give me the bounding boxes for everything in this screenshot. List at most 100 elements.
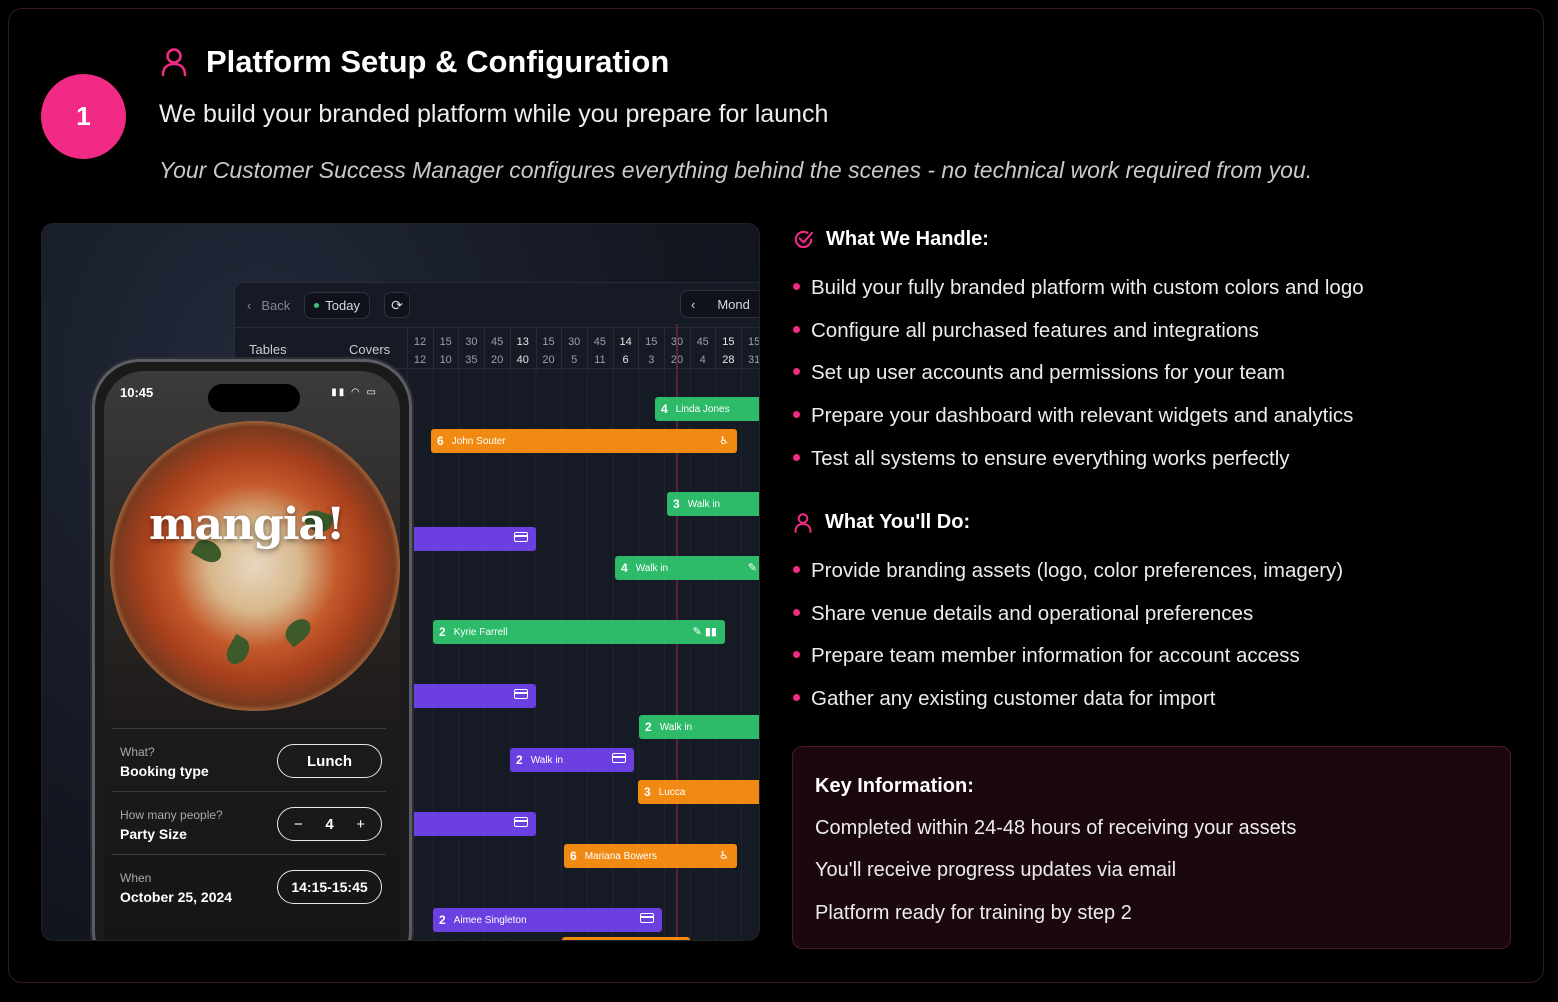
list-item-text: Prepare team member information for acco… — [811, 644, 1300, 668]
user-icon — [161, 48, 187, 77]
dynamic-island — [208, 384, 300, 412]
key-info-item: Completed within 24-48 hours of receivin… — [815, 817, 1297, 839]
booking-bar — [392, 527, 536, 551]
phone-screen: 10:45 ▮▮ ◠ ▭ mangia! What? Booking type … — [104, 371, 400, 940]
list-item: Prepare team member information for acco… — [793, 644, 1343, 687]
step-number-badge: 1 — [41, 74, 126, 159]
chevron-left-icon: ‹ — [691, 296, 696, 312]
bullet-icon — [793, 453, 800, 461]
day-selector: ‹ Mond — [680, 290, 759, 318]
page-tagline: Your Customer Success Manager configures… — [159, 157, 1313, 183]
field-question: When — [120, 871, 152, 885]
field-label: Party Size — [120, 826, 187, 842]
day-label: Mond — [717, 296, 750, 312]
today-button: Today — [304, 291, 370, 319]
col-tables: Tables — [249, 342, 287, 357]
brand-logo-text: mangia! — [149, 499, 345, 550]
list-item: Set up user accounts and permissions for… — [793, 361, 1364, 404]
user-icon — [794, 513, 812, 533]
bullet-icon — [793, 325, 800, 333]
credit-card-icon — [514, 532, 528, 545]
plus-icon: + — [356, 815, 365, 833]
booking-bar — [392, 812, 536, 836]
list-item-text: Set up user accounts and permissions for… — [811, 361, 1286, 385]
list-item-text: Prepare your dashboard with relevant wid… — [811, 404, 1354, 428]
credit-card-icon — [640, 913, 654, 926]
key-info-item: You'll receive progress updates via emai… — [815, 859, 1177, 881]
pizza-photo — [110, 421, 400, 711]
back-label: Back — [261, 297, 291, 313]
list-item: Provide branding assets (logo, color pre… — [793, 559, 1343, 602]
bullet-icon — [793, 283, 800, 290]
list-item-text: Test all systems to ensure everything wo… — [811, 446, 1290, 470]
chevron-left-icon: ‹ — [247, 297, 252, 313]
step-title-row: Platform Setup & Configuration — [160, 44, 669, 80]
booking-type-row: What? Booking type Lunch — [112, 728, 386, 791]
field-label: October 25, 2024 — [120, 889, 233, 905]
field-label: Booking type — [120, 763, 209, 779]
booking-bar — [392, 684, 536, 708]
minus-icon: − — [294, 815, 303, 833]
key-info-item: Platform ready for training by step 2 — [815, 902, 1132, 924]
bullet-icon — [793, 566, 800, 573]
key-info-heading: Key Information: — [815, 775, 974, 797]
accessible-icon: ♿ — [719, 850, 729, 862]
what-we-handle-list: Build your fully branded platform with c… — [793, 276, 1364, 489]
list-item: Build your fully branded platform with c… — [793, 276, 1364, 319]
field-question: What? — [120, 745, 155, 759]
bullet-icon — [793, 651, 800, 659]
pencil-book-icon: ✎ ▮▮ — [692, 626, 717, 638]
bullet-icon — [793, 694, 800, 702]
list-item-text: Configure all purchased features and int… — [811, 318, 1259, 342]
list-item: Test all systems to ensure everything wo… — [793, 447, 1364, 490]
list-item: Gather any existing customer data for im… — [793, 687, 1343, 730]
today-label: Today — [325, 297, 360, 313]
page-title: Platform Setup & Configuration — [206, 44, 670, 79]
credit-card-icon — [612, 753, 626, 766]
signal-wifi-battery-icon: ▮▮ ◠ ▭ — [331, 387, 378, 398]
party-size-row: How many people? Party Size − 4 + — [112, 791, 386, 854]
check-circle-icon — [794, 230, 814, 249]
when-row: When October 25, 2024 14:15-15:45 — [112, 854, 386, 917]
list-item-text: Share venue details and operational pref… — [811, 601, 1254, 625]
key-information-box: Key Information: Completed within 24-48 … — [792, 746, 1511, 949]
section-heading: What You'll Do: — [825, 511, 971, 533]
booking-type-select: Lunch — [277, 744, 382, 778]
what-you-do-list: Provide branding assets (logo, color pre… — [793, 559, 1343, 730]
pencil-icon: ✎ — [747, 562, 757, 574]
what-we-handle-heading: What We Handle: — [793, 228, 989, 251]
status-dot-icon — [314, 302, 320, 308]
bullet-icon — [793, 411, 800, 419]
list-item-text: Build your fully branded platform with c… — [811, 276, 1364, 299]
section-heading: What We Handle: — [826, 228, 989, 250]
dashboard-toolbar: ‹ Back Today ⟳ — [235, 283, 759, 327]
bullet-icon — [793, 608, 800, 616]
booking-form: What? Booking type Lunch How many people… — [112, 728, 386, 917]
page-subtitle: We build your branded platform while you… — [159, 100, 829, 128]
back-button: ‹ Back — [247, 298, 290, 313]
refresh-icon: ⟳ — [383, 292, 410, 318]
list-item-text: Gather any existing customer data for im… — [811, 687, 1216, 711]
phone-clock: 10:45 — [120, 385, 154, 400]
